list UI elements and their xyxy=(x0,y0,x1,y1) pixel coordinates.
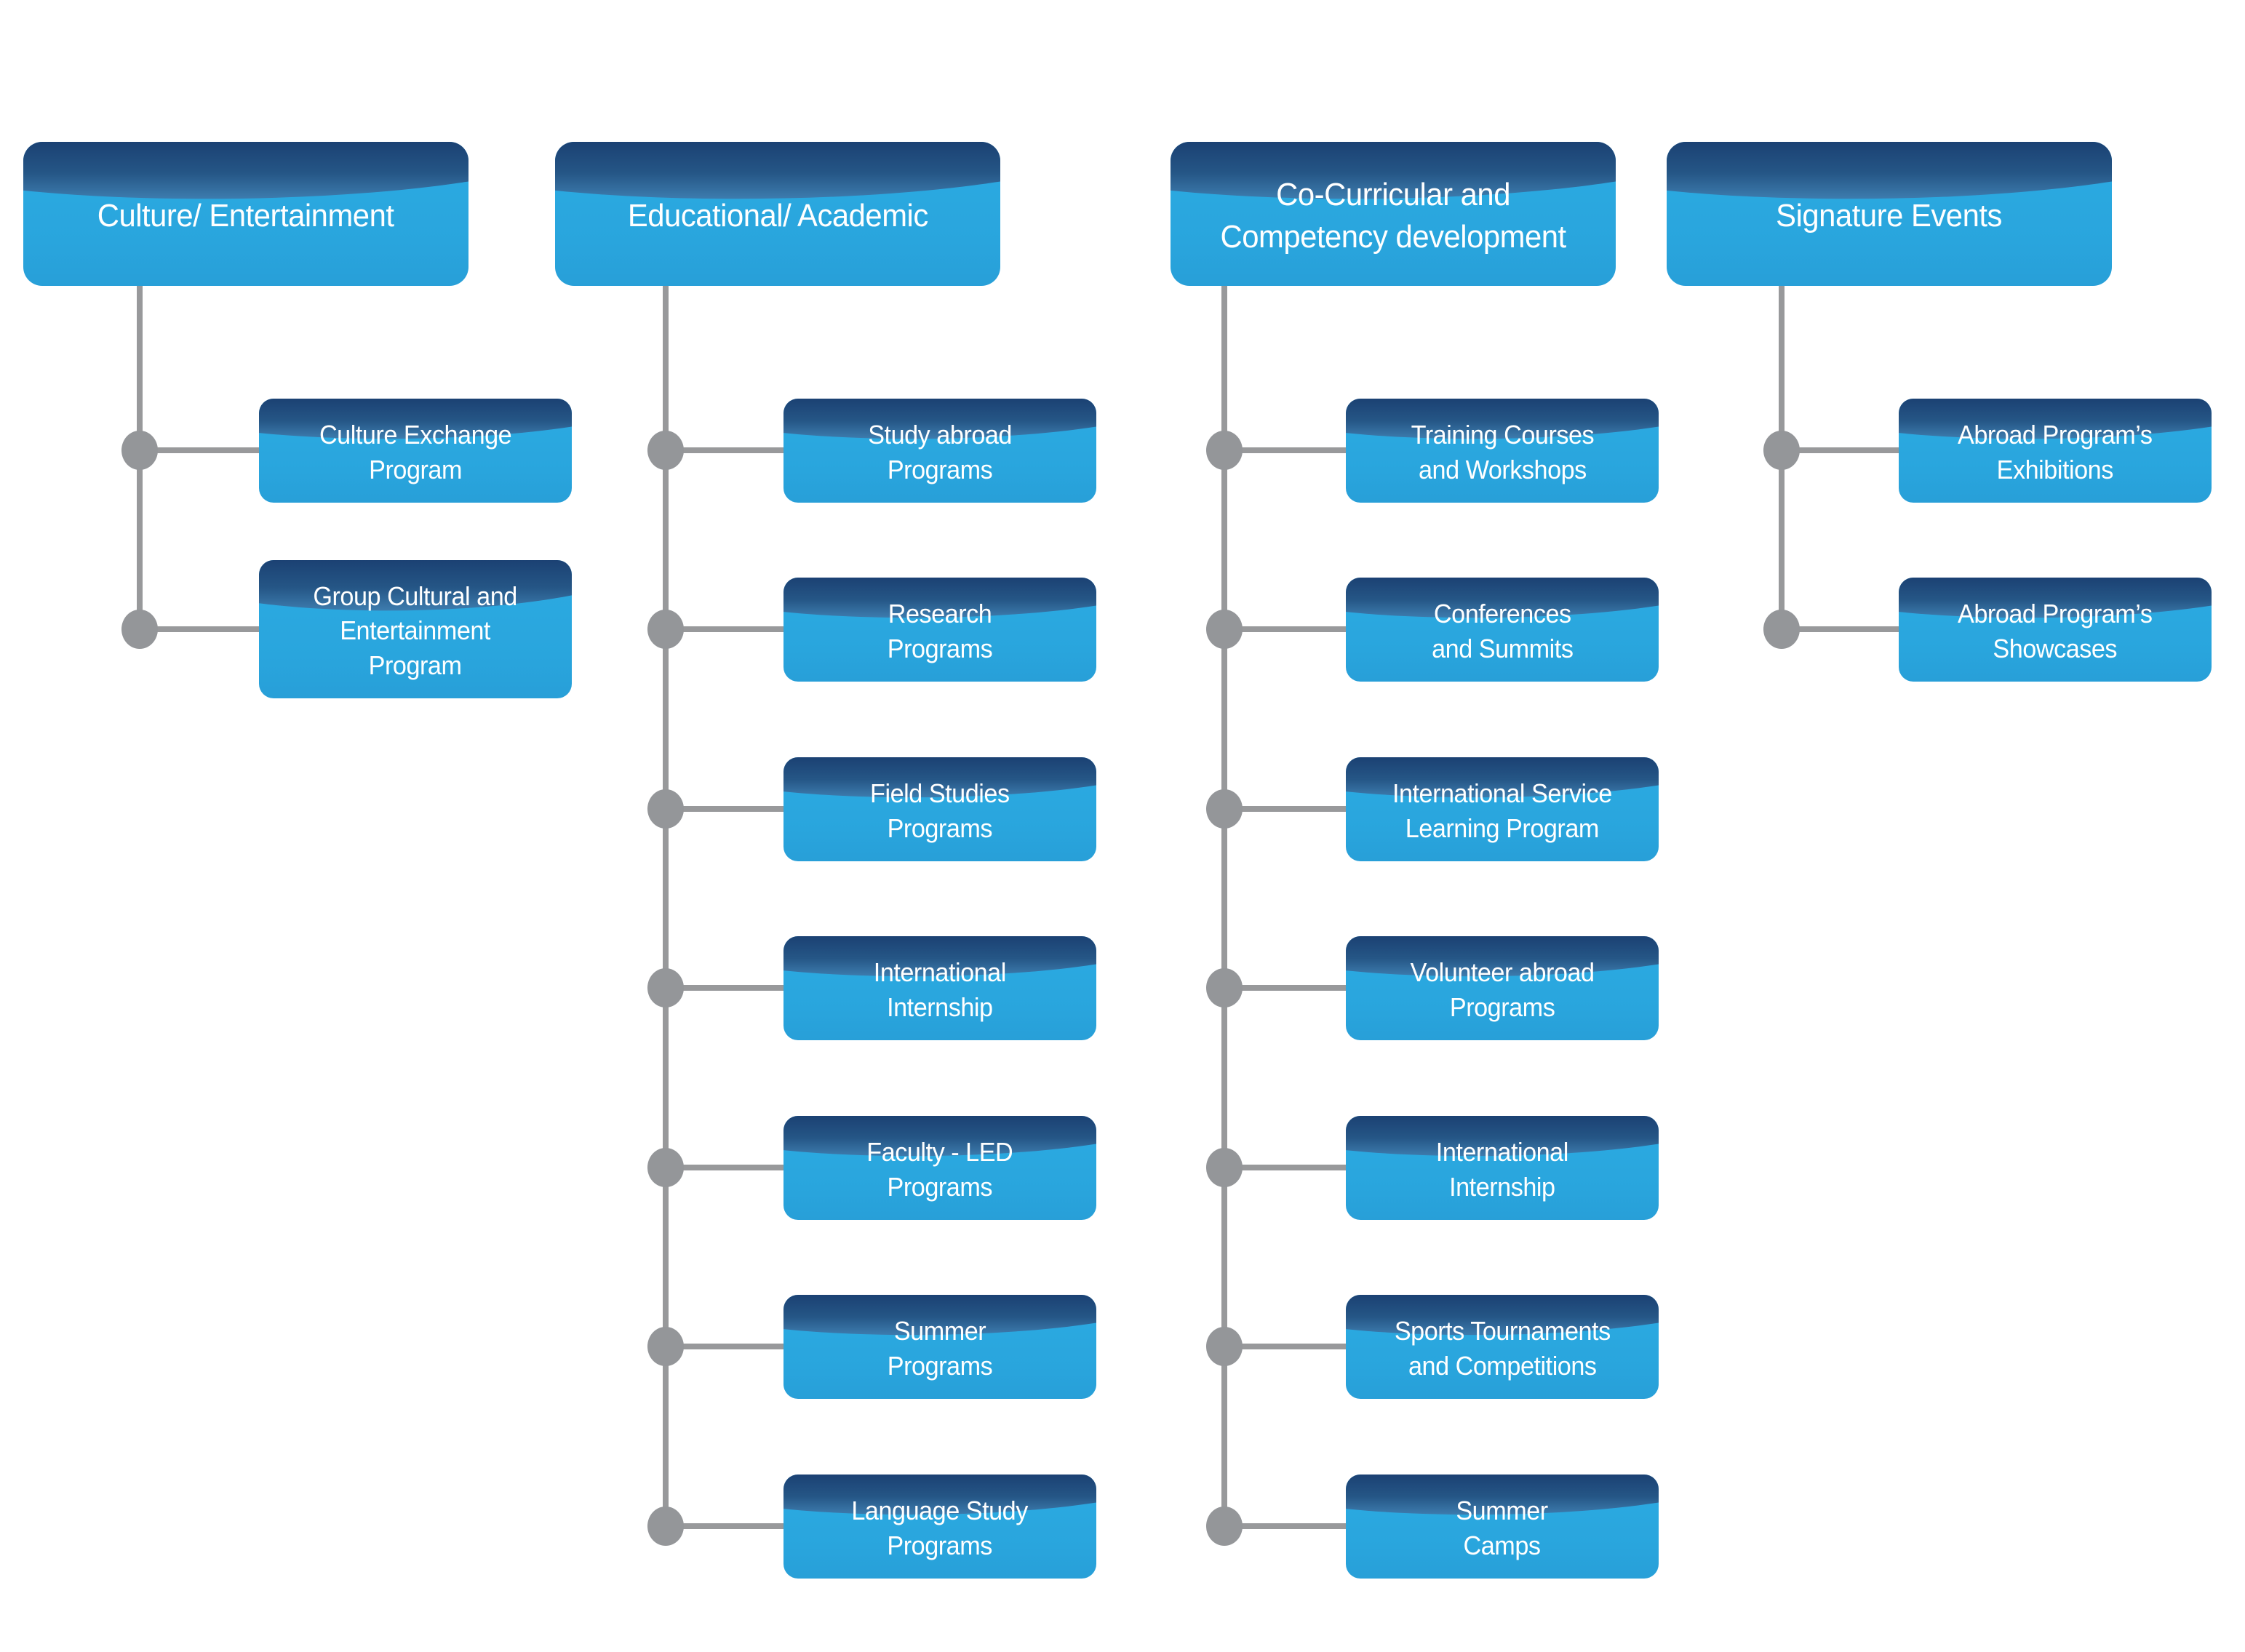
child-connector-line xyxy=(666,626,786,632)
header-label: Culture/ Entertainment xyxy=(97,197,394,234)
header-label: Educational/ Academic xyxy=(627,197,928,234)
child-connector-line xyxy=(666,1344,786,1349)
node-international-internship-2: International Internship xyxy=(1346,1116,1659,1220)
child-connector-line xyxy=(666,447,786,453)
header-label: Co-Curricular and Competency development xyxy=(1220,176,1566,255)
node-culture-exchange-program: Culture Exchange Program xyxy=(259,399,572,503)
branch-line xyxy=(1221,286,1227,1526)
child-connector-line xyxy=(140,447,262,453)
junction-dot xyxy=(647,610,684,649)
node-label: Study abroad Programs xyxy=(868,419,1012,484)
node-field-studies-programs: Field Studies Programs xyxy=(783,757,1096,861)
node-label: Sports Tournaments and Competitions xyxy=(1394,1315,1611,1381)
node-label: Group Cultural and Entertainment Program xyxy=(313,580,518,680)
junction-dot xyxy=(121,610,158,649)
child-connector-line xyxy=(1782,626,1902,632)
node-faculty-led-programs: Faculty - LED Programs xyxy=(783,1116,1096,1220)
junction-dot xyxy=(647,1507,684,1546)
child-connector-line xyxy=(1782,447,1902,453)
child-connector-line xyxy=(666,1523,786,1529)
header-signature-events: Signature Events xyxy=(1667,142,2112,286)
node-international-internship: International Internship xyxy=(783,936,1096,1040)
junction-dot xyxy=(647,968,684,1007)
node-group-cultural-entertainment-program: Group Cultural and Entertainment Program xyxy=(259,560,572,698)
node-label: Volunteer abroad Programs xyxy=(1410,957,1595,1022)
junction-dot xyxy=(1206,1148,1243,1187)
junction-dot xyxy=(647,1327,684,1366)
child-connector-line xyxy=(1224,1344,1349,1349)
child-connector-line xyxy=(666,1165,786,1170)
junction-dot xyxy=(1206,1507,1243,1546)
node-label: Summer Programs xyxy=(887,1315,993,1381)
child-connector-line xyxy=(1224,1523,1349,1529)
header-co-curricular-competency-development: Co-Curricular and Competency development xyxy=(1171,142,1616,286)
node-language-study-programs: Language Study Programs xyxy=(783,1475,1096,1579)
node-label: Summer Camps xyxy=(1456,1495,1549,1560)
node-label: Abroad Program’s Exhibitions xyxy=(1958,419,2153,484)
node-label: Culture Exchange Program xyxy=(319,419,512,484)
junction-dot xyxy=(1763,610,1800,649)
node-label: Research Programs xyxy=(887,598,993,663)
node-label: Language Study Programs xyxy=(851,1495,1029,1560)
junction-dot xyxy=(647,789,684,829)
node-abroad-programs-exhibitions: Abroad Program’s Exhibitions xyxy=(1899,399,2212,503)
node-summer-camps: Summer Camps xyxy=(1346,1475,1659,1579)
junction-dot xyxy=(647,1148,684,1187)
node-label: International Internship xyxy=(1435,1136,1569,1202)
node-training-courses-workshops: Training Courses and Workshops xyxy=(1346,399,1659,503)
node-volunteer-abroad-programs: Volunteer abroad Programs xyxy=(1346,936,1659,1040)
junction-dot xyxy=(1206,1327,1243,1366)
child-connector-line xyxy=(1224,806,1349,812)
node-summer-programs: Summer Programs xyxy=(783,1295,1096,1399)
junction-dot xyxy=(121,431,158,470)
node-label: Field Studies Programs xyxy=(870,778,1010,843)
child-connector-line xyxy=(1224,626,1349,632)
child-connector-line xyxy=(666,806,786,812)
node-label: Conferences and Summits xyxy=(1431,598,1574,663)
node-research-programs: Research Programs xyxy=(783,578,1096,682)
junction-dot xyxy=(647,431,684,470)
header-label: Signature Events xyxy=(1776,197,2003,234)
node-label: Training Courses and Workshops xyxy=(1411,419,1594,484)
child-connector-line xyxy=(140,626,262,632)
child-connector-line xyxy=(1224,447,1349,453)
child-connector-line xyxy=(1224,1165,1349,1170)
node-abroad-programs-showcases: Abroad Program’s Showcases xyxy=(1899,578,2212,682)
node-study-abroad-programs: Study abroad Programs xyxy=(783,399,1096,503)
node-label: International Service Learning Program xyxy=(1392,778,1612,843)
header-culture-entertainment: Culture/ Entertainment xyxy=(23,142,468,286)
child-connector-line xyxy=(1224,985,1349,991)
junction-dot xyxy=(1206,968,1243,1007)
node-international-service-learning-program: International Service Learning Program xyxy=(1346,757,1659,861)
branch-line xyxy=(663,286,669,1526)
junction-dot xyxy=(1206,789,1243,829)
node-conferences-summits: Conferences and Summits xyxy=(1346,578,1659,682)
junction-dot xyxy=(1763,431,1800,470)
junction-dot xyxy=(1206,431,1243,470)
child-connector-line xyxy=(666,985,786,991)
node-sports-tournaments-competitions: Sports Tournaments and Competitions xyxy=(1346,1295,1659,1399)
header-educational-academic: Educational/ Academic xyxy=(555,142,1000,286)
node-label: Abroad Program’s Showcases xyxy=(1958,598,2153,663)
node-label: Faculty - LED Programs xyxy=(866,1136,1013,1202)
junction-dot xyxy=(1206,610,1243,649)
node-label: International Internship xyxy=(873,957,1007,1022)
